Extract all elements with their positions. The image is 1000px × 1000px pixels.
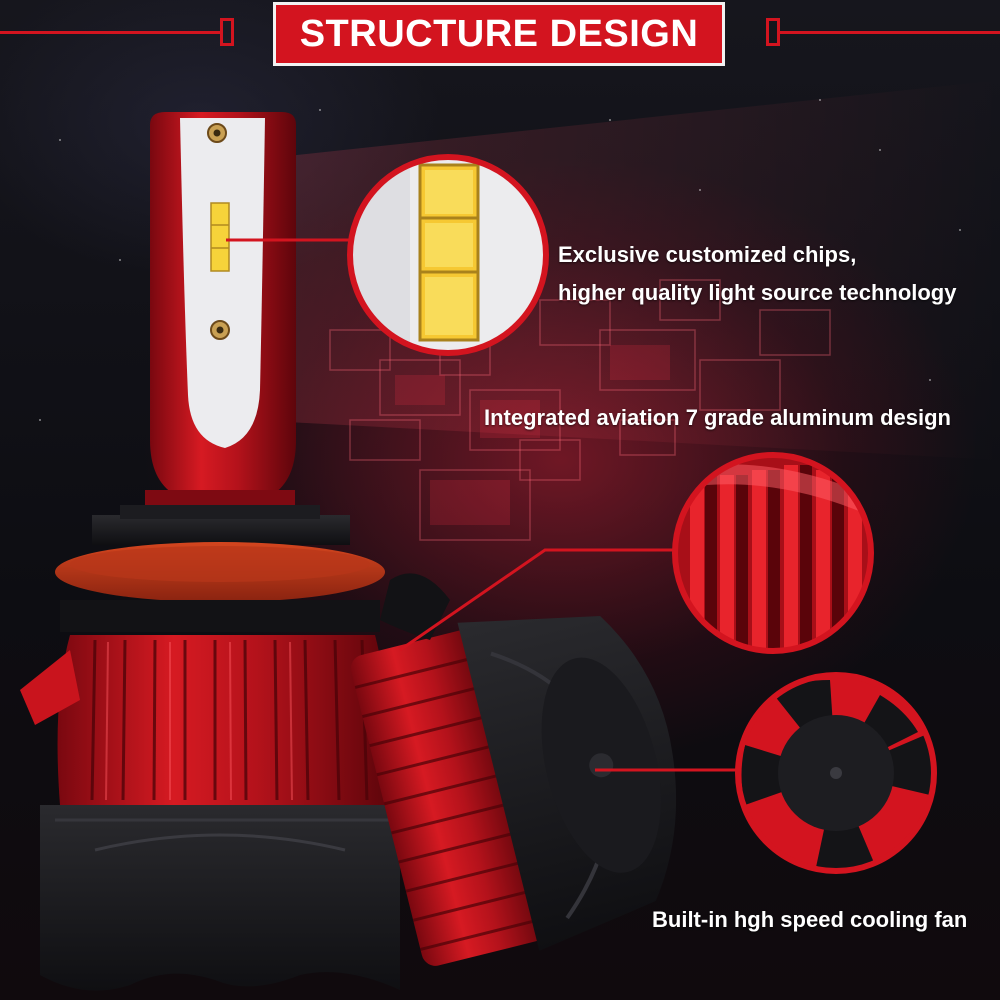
feature-chips-line-2: higher quality light source technology bbox=[558, 280, 957, 305]
feature-aluminum-line-1: Integrated aviation 7 grade aluminum des… bbox=[484, 405, 951, 430]
header-rule-left bbox=[0, 31, 222, 34]
feature-fan-line-1: Built-in hgh speed cooling fan bbox=[652, 907, 968, 932]
header: STRUCTURE DESIGN bbox=[0, 0, 1000, 70]
title-banner: STRUCTURE DESIGN bbox=[273, 2, 725, 66]
feature-aluminum-text: Integrated aviation 7 grade aluminum des… bbox=[484, 399, 951, 437]
feature-chips-line-1: Exclusive customized chips, bbox=[558, 242, 857, 267]
header-rule-right-stub bbox=[766, 18, 780, 46]
page-title: STRUCTURE DESIGN bbox=[299, 12, 699, 55]
feature-chips-text: Exclusive customized chips, higher quali… bbox=[558, 236, 956, 312]
header-rule-left-stub bbox=[220, 18, 234, 46]
header-rule-right bbox=[778, 31, 1000, 34]
feature-fan-text: Built-in hgh speed cooling fan bbox=[652, 901, 967, 939]
